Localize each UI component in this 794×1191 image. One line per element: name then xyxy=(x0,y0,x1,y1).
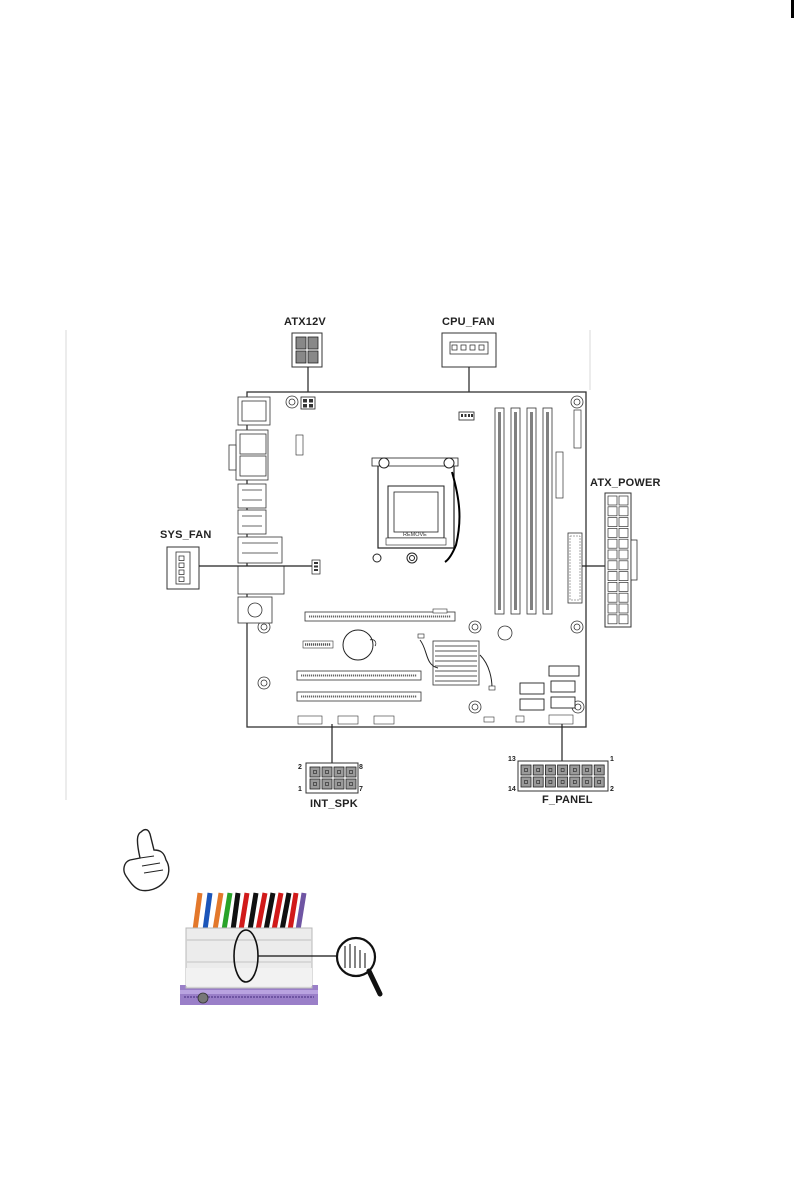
magnifier-icon xyxy=(337,938,380,994)
int-spk-pin-8: 8 xyxy=(359,764,363,771)
atx-power-pin xyxy=(619,593,628,602)
int-spk-pin xyxy=(334,779,344,789)
atx-power-pin xyxy=(608,528,617,537)
atx-power-pin xyxy=(608,572,617,581)
int-spk-pin-7: 7 xyxy=(359,786,363,793)
buzzer xyxy=(498,626,512,640)
sys-fan-header-onboard xyxy=(312,560,320,574)
f-panel-label: F_PANEL xyxy=(542,794,593,806)
int-spk-pin xyxy=(310,767,320,777)
atx-power-pin xyxy=(608,593,617,602)
misc-header-left xyxy=(296,435,303,455)
f-panel-connector-enlarged xyxy=(518,761,608,791)
atx-power-pin xyxy=(608,539,617,548)
atx-connector-photo xyxy=(180,893,336,1005)
int-spk-pin xyxy=(322,767,332,777)
atx-power-pin xyxy=(619,582,628,591)
cpu-socket: REMOVE xyxy=(372,458,459,563)
atx12v-label: ATX12V xyxy=(284,316,326,328)
f-panel-pin xyxy=(521,765,531,775)
cpu-fan-header-onboard xyxy=(459,412,474,420)
atx-power-pin xyxy=(619,518,628,527)
f-panel-pin xyxy=(558,777,568,787)
atx-power-pin xyxy=(619,539,628,548)
f-panel-pin-2: 2 xyxy=(610,786,614,793)
socket-remove-label: REMOVE xyxy=(403,532,427,538)
f-panel-pin xyxy=(594,777,604,787)
f-panel-pin xyxy=(570,777,580,787)
small-header-audio xyxy=(303,641,333,648)
atx-power-label: ATX_POWER xyxy=(590,477,661,489)
f-panel-pin-14: 14 xyxy=(508,786,516,793)
atx-power-onboard xyxy=(568,533,607,603)
int-spk-pin xyxy=(310,779,320,789)
atx-power-pin xyxy=(619,550,628,559)
int-spk-pin-1: 1 xyxy=(298,786,302,793)
atx-power-pin xyxy=(608,496,617,505)
f-panel-pin xyxy=(533,765,543,775)
f-panel-pin-1: 1 xyxy=(610,756,614,763)
atx12v-header-onboard xyxy=(301,397,315,409)
atx-power-pin xyxy=(619,561,628,570)
pointing-hand-icon xyxy=(124,830,169,891)
f-panel-pin xyxy=(533,777,543,787)
atx-power-pin xyxy=(619,604,628,613)
atx-power-pin xyxy=(619,528,628,537)
f-panel-pin xyxy=(582,765,592,775)
atx-power-pin xyxy=(608,550,617,559)
f-panel-pin xyxy=(570,765,580,775)
atx-power-pin xyxy=(608,561,617,570)
int-spk-connector-enlarged xyxy=(306,763,358,793)
f-panel-pin xyxy=(521,777,531,787)
atx-power-pin xyxy=(608,604,617,613)
atx-power-pin xyxy=(608,507,617,516)
int-spk-pin xyxy=(322,779,332,789)
f-panel-pin xyxy=(582,777,592,787)
atx-power-pin xyxy=(608,518,617,527)
f-panel-pin xyxy=(558,765,568,775)
atx-power-pin xyxy=(619,496,628,505)
f-panel-pin xyxy=(545,765,555,775)
atx-power-pin xyxy=(619,572,628,581)
f-panel-pin-13: 13 xyxy=(508,756,516,763)
cpu-fan-label: CPU_FAN xyxy=(442,316,495,328)
int-spk-pin-2: 2 xyxy=(298,764,302,771)
int-spk-pin xyxy=(346,767,356,777)
int-spk-label: INT_SPK xyxy=(310,798,358,810)
sys-fan-label: SYS_FAN xyxy=(160,529,212,541)
f-panel-pin xyxy=(594,765,604,775)
atx-power-pin xyxy=(608,582,617,591)
int-spk-pin xyxy=(334,767,344,777)
atx-power-pin xyxy=(619,507,628,516)
atx-power-pin xyxy=(608,615,617,624)
f-panel-pin xyxy=(545,777,555,787)
int-spk-pin xyxy=(346,779,356,789)
atx12v-connector-enlarged xyxy=(292,333,322,397)
atx-power-pin xyxy=(619,615,628,624)
